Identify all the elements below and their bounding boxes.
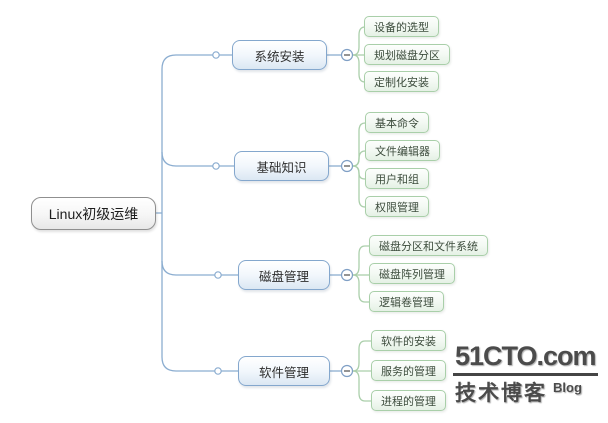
leaf-node[interactable]: 文件编辑器 [365,140,440,161]
connector-dot [214,367,222,375]
collapse-toggles [340,48,354,378]
branch-connectors [156,54,341,372]
leaf-node[interactable]: 磁盘阵列管理 [369,263,455,284]
connector-dot [212,162,220,170]
watermark-site-text: 51CTO.com [453,341,598,376]
leaf-node[interactable]: 规划磁盘分区 [364,44,450,65]
collapse-toggle-install[interactable] [340,48,354,62]
collapse-toggle-basics[interactable] [340,159,354,173]
collapse-toggle-disk[interactable] [340,268,354,282]
branch-node-basics[interactable]: 基础知识 [234,151,329,181]
leaf-node[interactable]: 用户和组 [365,168,429,189]
branch-node-disk[interactable]: 磁盘管理 [238,260,330,290]
collapse-toggle-software[interactable] [340,364,354,378]
leaf-connectors [352,26,371,402]
watermark-tagline-text: 技术博客 [455,381,547,405]
leaf-node[interactable]: 基本命令 [365,112,429,133]
watermark-blog-text: Blog [553,379,582,395]
root-node[interactable]: Linux初级运维 [31,197,156,230]
connector-dots [212,51,222,375]
connector-dot [212,51,220,59]
watermark-tagline-row: 技术博客 Blog [453,377,598,407]
connector-dot [214,271,222,279]
leaf-node[interactable]: 服务的管理 [371,360,446,381]
leaf-node[interactable]: 进程的管理 [371,390,446,411]
leaf-node[interactable]: 软件的安装 [371,330,446,351]
branch-node-software[interactable]: 软件管理 [238,356,330,386]
leaf-node[interactable]: 定制化安装 [364,71,439,92]
leaf-node[interactable]: 设备的选型 [364,16,439,37]
leaf-node[interactable]: 逻辑卷管理 [369,291,444,312]
leaf-node[interactable]: 磁盘分区和文件系统 [369,235,488,256]
branch-node-install[interactable]: 系统安装 [232,40,327,70]
leaf-node[interactable]: 权限管理 [365,196,429,217]
watermark-logo: 51CTO.com 技术博客 Blog [453,341,598,407]
